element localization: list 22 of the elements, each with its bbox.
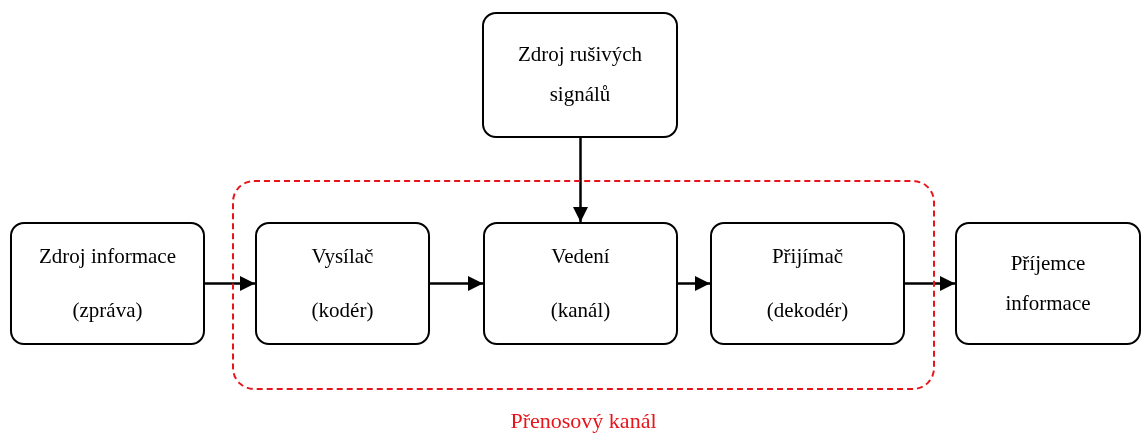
process-box [483, 222, 678, 345]
box-text: Zdroj informace [39, 242, 176, 270]
box-text: (kanál) [550, 296, 611, 324]
box-text: (zpráva) [72, 296, 143, 324]
process-box [955, 222, 1141, 345]
region-label: Přenosový kanál [509, 408, 658, 434]
process-box [710, 222, 905, 345]
process-box [10, 222, 205, 345]
box-text: (kodér) [311, 296, 374, 324]
box-text: Přijímač [771, 242, 844, 270]
box-text: Vedení [551, 242, 610, 270]
box-text: Vysílač [311, 242, 374, 270]
box-text: (dekodér) [766, 296, 849, 324]
process-box [255, 222, 430, 345]
arrow [678, 276, 710, 291]
arrow [430, 276, 483, 291]
box-text: Zdroj rušivých signálů [516, 41, 644, 108]
process-box [482, 12, 678, 138]
box-text: Příjemce informace [1004, 249, 1092, 317]
arrow [905, 276, 955, 291]
arrow [573, 138, 588, 222]
arrow [205, 276, 255, 291]
